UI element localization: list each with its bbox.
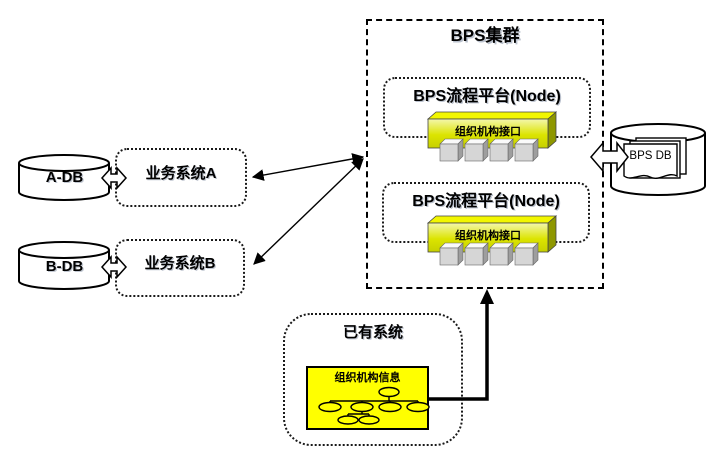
cluster-title: BPS集群	[450, 26, 520, 45]
database-b-label: B-DB	[45, 258, 84, 275]
node1-interface-label: 组织机构接口	[455, 126, 521, 138]
node2-title: BPS流程平台(Node)	[412, 193, 560, 210]
business-system-a-label: 业务系统A	[145, 165, 217, 182]
database-a-label: A-DB	[45, 169, 84, 186]
node2-interface-label: 组织机构接口	[455, 230, 521, 242]
node1-title: BPS流程平台(Node)	[413, 88, 561, 105]
bps-db-label: BPS DB	[629, 150, 672, 162]
business-system-b-label: 业务系统B	[144, 255, 216, 272]
org-info-label: 组织机构信息	[334, 372, 401, 384]
existing-system-title: 已有系统	[342, 324, 403, 341]
